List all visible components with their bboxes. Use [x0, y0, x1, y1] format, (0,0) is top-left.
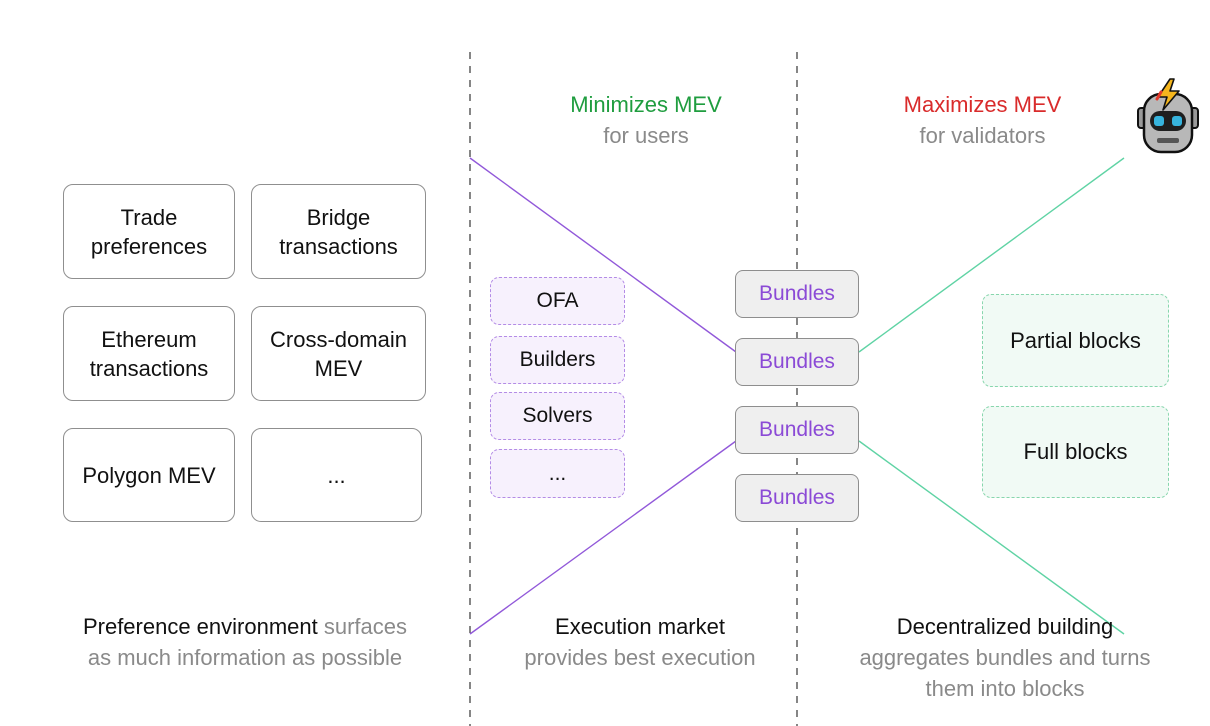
execution-item-more: ... — [490, 449, 625, 498]
block-box-full: Full blocks — [982, 406, 1169, 498]
minimizes-mev-title: Minimizes MEV — [570, 92, 722, 117]
preference-box-bridge-transactions: Bridge transactions — [251, 184, 426, 279]
preference-box-trade-preferences: Trade preferences — [63, 184, 235, 279]
building-caption-rest-1: aggregates bundles and turns — [859, 645, 1151, 670]
preference-caption-rest-1: surfaces — [323, 614, 408, 639]
execution-caption-strong: Execution market — [555, 614, 725, 639]
building-caption: Decentralized building aggregates bundle… — [825, 611, 1185, 704]
maximizes-mev-title: Maximizes MEV — [903, 92, 1062, 117]
preference-caption-strong: Preference environment — [82, 614, 318, 639]
bundle-box-4: Bundles — [735, 474, 859, 522]
execution-caption: Execution market provides best execution — [495, 611, 785, 673]
preference-caption: Preference environment surfaces as much … — [40, 611, 450, 673]
preference-box-cross-domain-mev: Cross-domain MEV — [251, 306, 426, 401]
building-caption-strong: Decentralized building — [896, 614, 1114, 639]
preference-box-more: ... — [251, 428, 422, 522]
execution-item-solvers: Solvers — [490, 392, 625, 440]
execution-caption-rest: provides best execution — [524, 645, 756, 670]
minimizes-mev-header: Minimizes MEV for users — [510, 89, 782, 151]
robot-icon — [1137, 78, 1199, 154]
preference-box-polygon-mev: Polygon MEV — [63, 428, 235, 522]
preference-caption-rest-2: as much information as possible — [87, 645, 403, 670]
maximizes-mev-subtitle: for validators — [919, 123, 1046, 148]
bundle-box-3: Bundles — [735, 406, 859, 454]
bundle-box-1: Bundles — [735, 270, 859, 318]
building-caption-rest-2: them into blocks — [925, 676, 1085, 701]
minimizes-mev-subtitle: for users — [603, 123, 689, 148]
bundle-box-2: Bundles — [735, 338, 859, 386]
preference-box-ethereum-transactions: Ethereum transactions — [63, 306, 235, 401]
maximizes-mev-header: Maximizes MEV for validators — [850, 89, 1115, 151]
execution-item-ofa: OFA — [490, 277, 625, 325]
block-box-partial: Partial blocks — [982, 294, 1169, 387]
execution-item-builders: Builders — [490, 336, 625, 384]
